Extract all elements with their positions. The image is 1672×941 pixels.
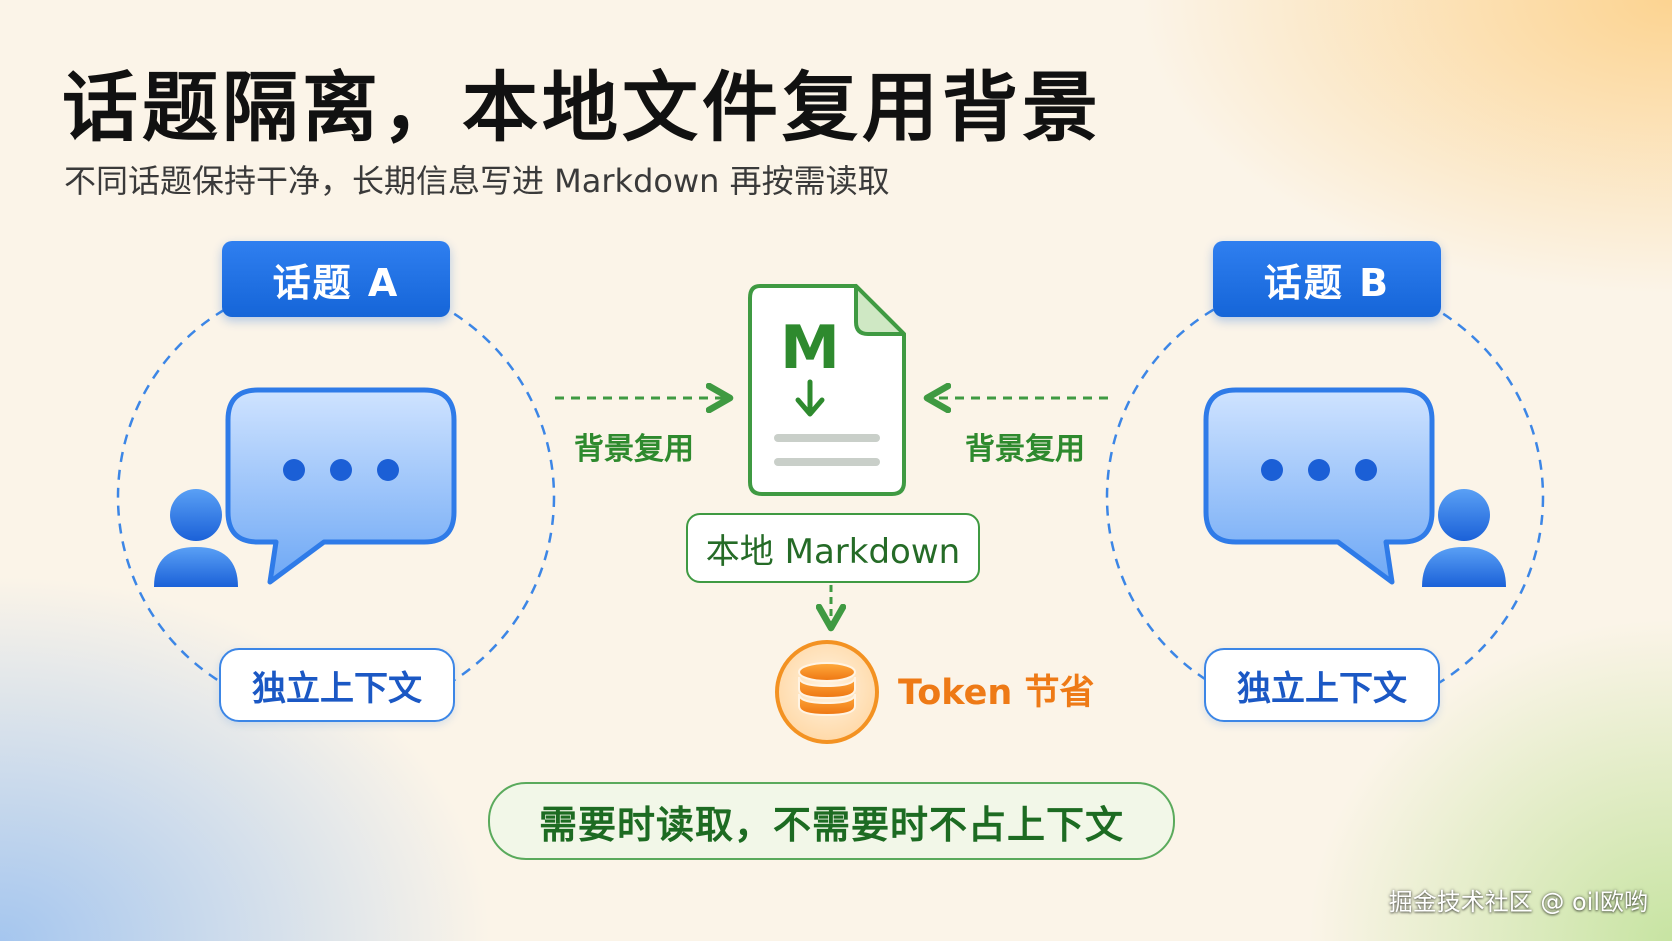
database-coin-icon	[775, 640, 879, 744]
bottom-note-pill: 需要时读取，不需要时不占上下文	[488, 782, 1175, 860]
markdown-file-icon	[748, 284, 906, 496]
token-savings-label: Token 节省	[898, 673, 1095, 713]
topic-a-tab: 话题 A	[222, 241, 450, 317]
user-icon	[1422, 489, 1506, 587]
page-subtitle: 不同话题保持干净，长期信息写进 Markdown 再按需读取	[64, 162, 890, 200]
arrow-down-icon	[795, 379, 825, 417]
markdown-file-letter: M	[780, 313, 840, 383]
user-icon	[154, 489, 238, 587]
page-title: 话题隔离，本地文件复用背景	[62, 63, 1102, 152]
topic-a-context-pill: 独立上下文	[219, 648, 455, 722]
watermark: 掘金技术社区 @ oil欧哟	[1388, 888, 1648, 916]
markdown-label-pill: 本地 Markdown	[686, 513, 980, 583]
chat-bubble-icon	[1203, 387, 1435, 585]
edge-left-label: 背景复用	[574, 432, 694, 467]
topic-b-context-pill: 独立上下文	[1204, 648, 1440, 722]
topic-b-tab: 话题 B	[1213, 241, 1441, 317]
edge-right-label: 背景复用	[965, 432, 1085, 467]
chat-bubble-icon	[225, 387, 457, 585]
